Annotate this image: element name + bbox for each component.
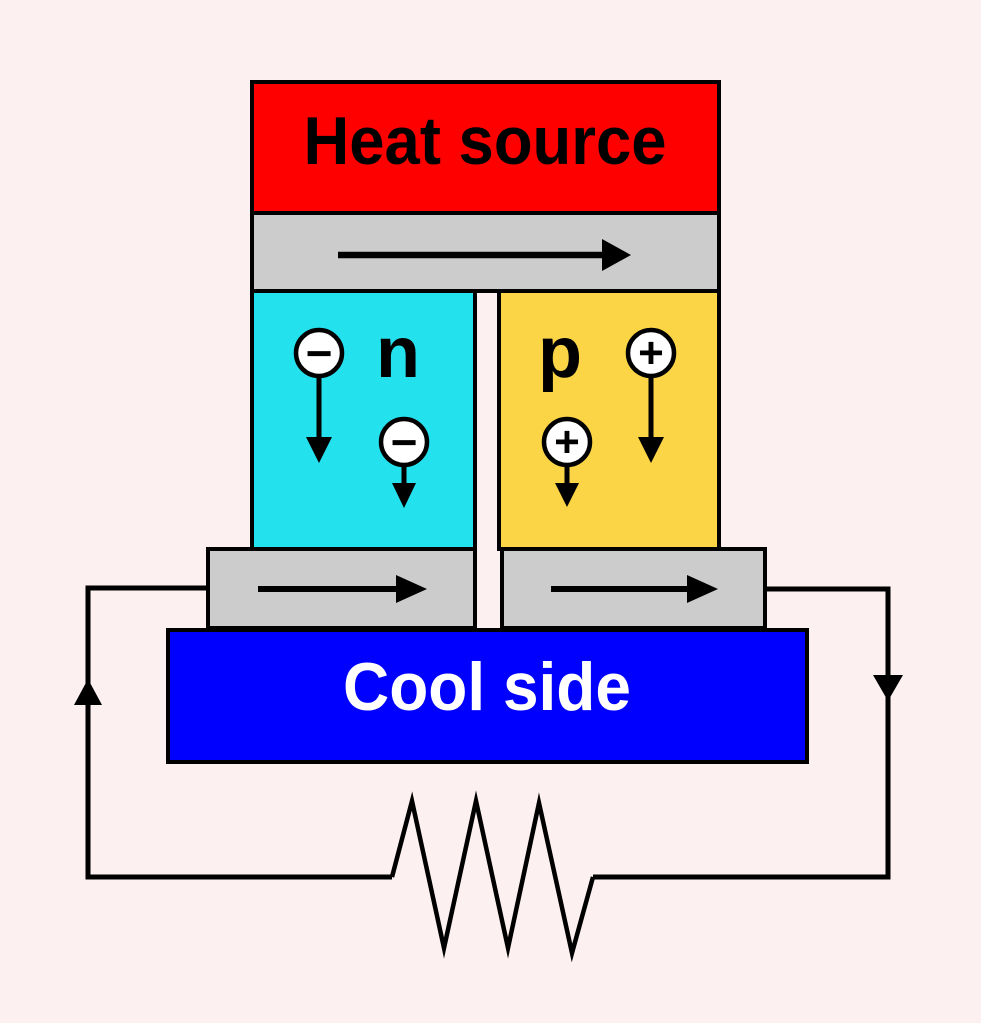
down-arrow-icon [873,675,903,701]
arrow-head [396,575,427,603]
heat-source-label: Heat source [304,103,667,179]
electron-circle [378,416,430,468]
arrow-head [687,575,718,603]
bottom-left-right-arrow-icon [258,575,427,603]
n-leg-box [250,289,477,551]
minus-symbol: − [306,327,333,379]
down-arrow-head [392,483,416,508]
hole-circle [625,327,677,379]
hole-circle [541,416,593,468]
down-arrow-head [638,437,664,463]
electron-carrier-1: − [293,327,345,463]
circuit-wire-right [593,586,891,880]
up-arrow-icon [74,679,102,705]
p-leg-box [497,289,721,551]
circuit-wire-left [85,585,392,880]
heat-source-box [250,80,721,215]
top-electrode-right-arrow-icon [338,239,631,271]
plus-symbol: + [638,329,664,378]
cool-side-box [166,628,809,764]
plus-symbol: + [554,418,580,467]
bottom-right-right-arrow-icon [551,575,718,603]
down-arrow-head [555,483,579,507]
arrow-head [602,239,631,271]
n-leg-label: n [376,313,420,393]
p-leg-label: p [538,313,582,393]
electron-carrier-2: − [378,416,430,508]
hole-carrier-1: + [541,416,593,507]
cool-side-label: Cool side [343,649,631,725]
electron-circle [293,327,345,379]
resistor-zigzag-icon [389,790,596,963]
down-arrow-head [306,437,332,463]
minus-symbol: − [391,416,418,468]
hole-carrier-2: + [625,327,677,463]
